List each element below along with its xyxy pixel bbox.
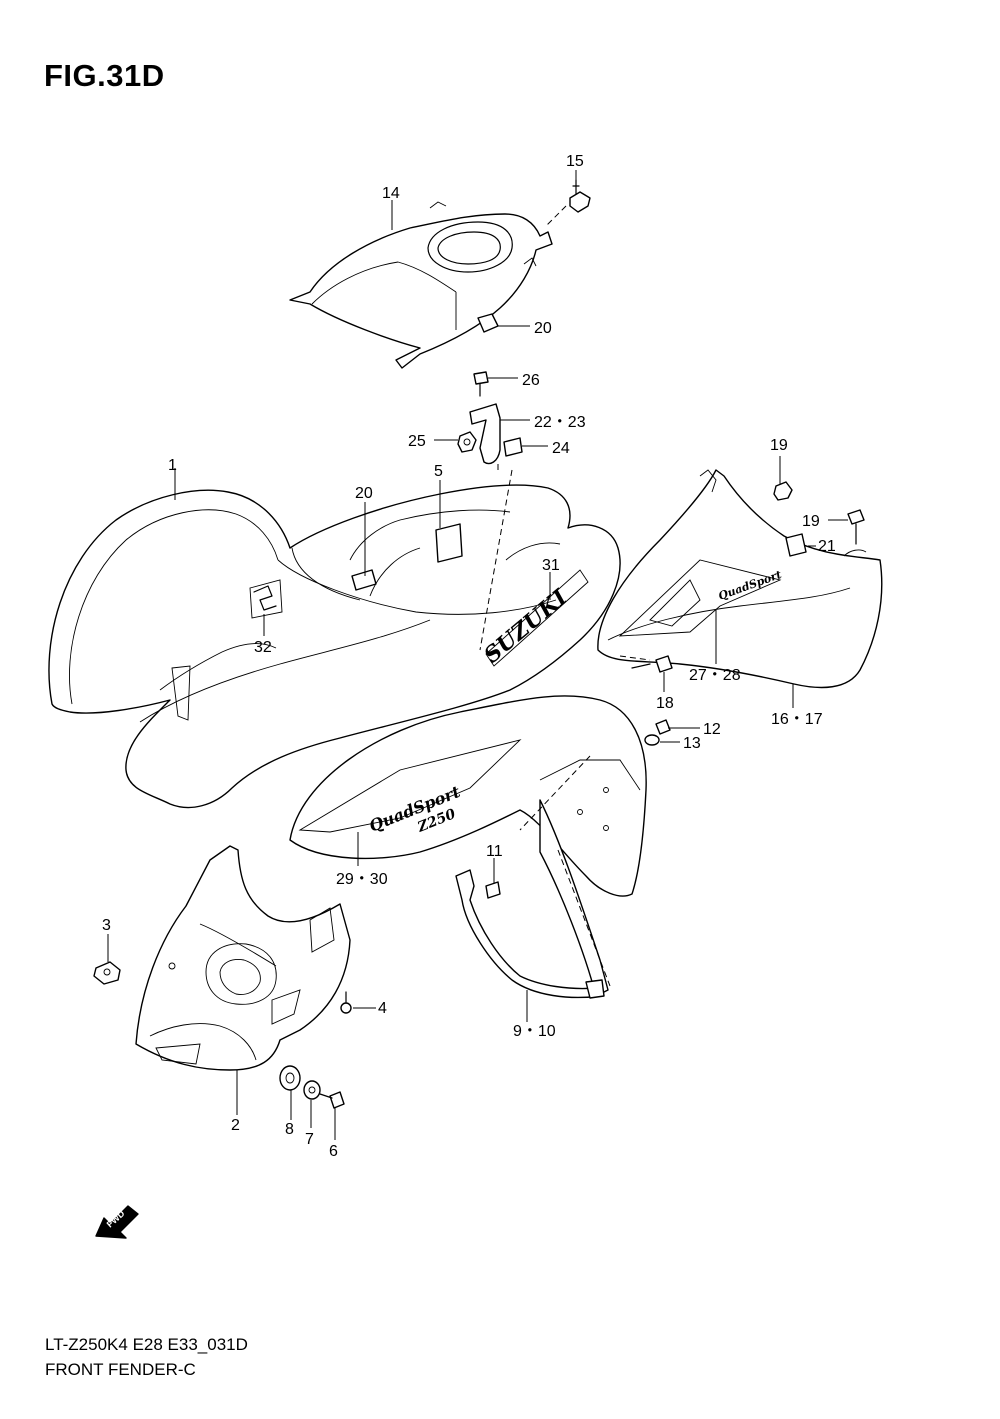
callout-19-top: 19 (770, 437, 788, 454)
callout-15: 15 (566, 153, 584, 170)
part-1-front-fender (48, 484, 621, 809)
assembly-line-clip (545, 205, 567, 227)
assembly-line-side (619, 655, 651, 661)
callout-31: 31 (542, 557, 560, 574)
section-title: FRONT FENDER-C (45, 1360, 196, 1379)
callout-labels: 1 2 3 4 5 6 7 8 9・10 11 12 13 14 15 16・1… (102, 153, 836, 1160)
callout-18: 18 (656, 695, 674, 712)
callout-26: 26 (522, 372, 540, 389)
callout-27-28: 27・28 (689, 667, 741, 684)
callout-12: 12 (703, 721, 721, 738)
callout-20-cover: 20 (534, 320, 552, 337)
part-11-bolt (485, 881, 501, 899)
mud-flap (539, 799, 609, 997)
callout-22-23: 22・23 (534, 414, 586, 431)
callout-13: 13 (683, 735, 701, 752)
part-26-bolt (473, 371, 489, 397)
drawing-code: LT-Z250K4 E28 E33_031D (45, 1335, 248, 1354)
part-3-nut (93, 961, 121, 985)
callout-21: 21 (818, 538, 836, 555)
part-4-screw (340, 991, 352, 1014)
part-19-clips (773, 481, 865, 545)
callout-29-30: 29・30 (336, 871, 388, 888)
part-18-bolt (631, 655, 673, 673)
callout-6: 6 (329, 1143, 338, 1160)
callout-24: 24 (552, 440, 570, 457)
callout-20-fender: 20 (355, 485, 373, 502)
assembly-line-bracket (479, 469, 513, 651)
callout-3: 3 (102, 917, 111, 934)
callout-1: 1 (168, 457, 177, 474)
callout-5: 5 (434, 463, 443, 480)
callout-25: 25 (408, 433, 426, 450)
callout-7: 7 (305, 1131, 314, 1148)
callout-9-10: 9・10 (513, 1023, 556, 1040)
part-16-17-side-fender: QuadSport (597, 469, 883, 689)
assembly-line-stay (557, 849, 611, 987)
part-8-7-6-grommet-washer-bolt (279, 1065, 345, 1109)
part-14-top-cover (289, 201, 553, 369)
callout-11: 11 (486, 843, 503, 860)
part-2-inner-fender (135, 845, 351, 1071)
figure-title: FIG.31D (44, 58, 165, 93)
part-22-23-bracket (457, 403, 523, 465)
callout-8: 8 (285, 1121, 294, 1138)
assembly-line-screw (519, 755, 591, 831)
leader-lines (107, 170, 848, 1140)
part-15-clip (569, 179, 591, 213)
callout-4: 4 (378, 1000, 387, 1017)
callout-32: 32 (254, 639, 272, 656)
callout-14: 14 (382, 185, 400, 202)
fwd-direction-arrow: FWD (95, 1205, 139, 1239)
callout-19-right: 19 (802, 513, 820, 530)
callout-16-17: 16・17 (771, 711, 823, 728)
part-12-13-bolt-washer (644, 719, 671, 746)
callout-2: 2 (231, 1117, 240, 1134)
part-29-30-front-decal-area: QuadSport Z250 (289, 695, 647, 897)
part-9-10-stay (455, 869, 605, 999)
